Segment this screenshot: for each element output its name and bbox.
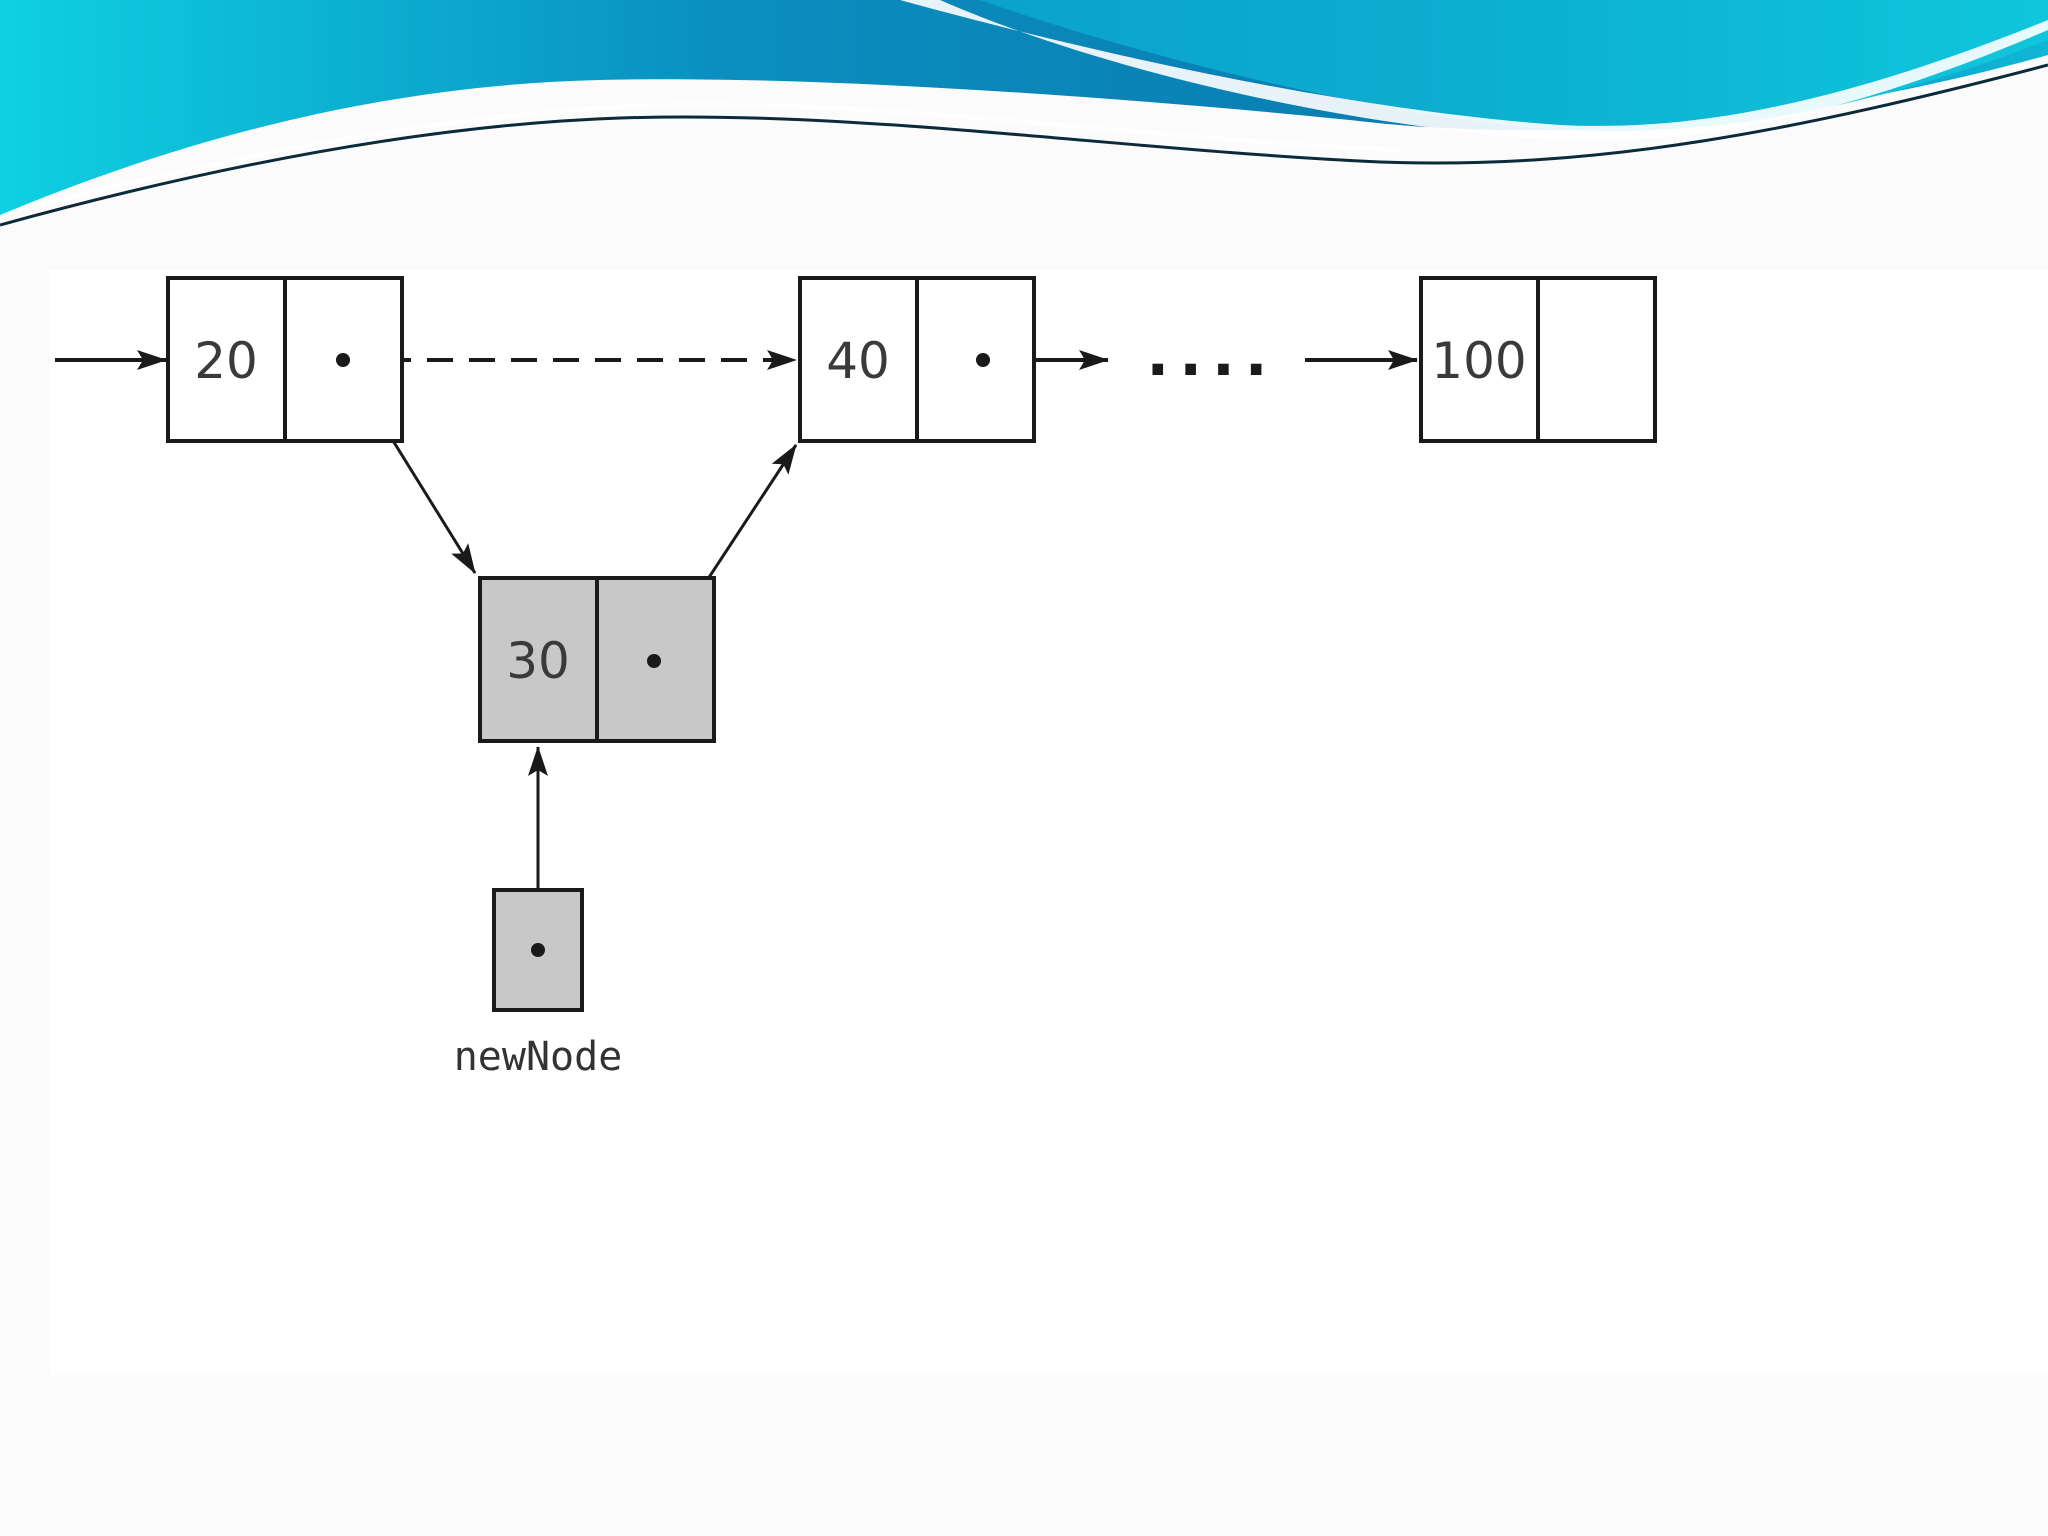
- list-node-30-new: 30: [480, 578, 714, 741]
- node-40-value: 40: [826, 332, 890, 390]
- newnode-pointer-dot: [531, 943, 545, 957]
- newnode-pointer-box: newNode: [454, 890, 623, 1080]
- list-node-40: 40: [800, 278, 1034, 441]
- node-20-pointer-dot: [336, 353, 350, 367]
- node-40-pointer-dot: [976, 353, 990, 367]
- node-30-pointer-dot: [647, 654, 661, 668]
- node-40-next-cell: [917, 278, 1034, 441]
- newnode-caption: newNode: [454, 1034, 623, 1080]
- list-node-100: 100: [1421, 278, 1655, 441]
- node-100-next-cell: [1538, 278, 1655, 441]
- list-node-20: 20: [168, 278, 402, 441]
- node-100-value: 100: [1431, 332, 1526, 390]
- node-20-value: 20: [194, 332, 258, 390]
- list-ellipsis: ....: [1146, 320, 1277, 390]
- node-30-value: 30: [506, 632, 570, 690]
